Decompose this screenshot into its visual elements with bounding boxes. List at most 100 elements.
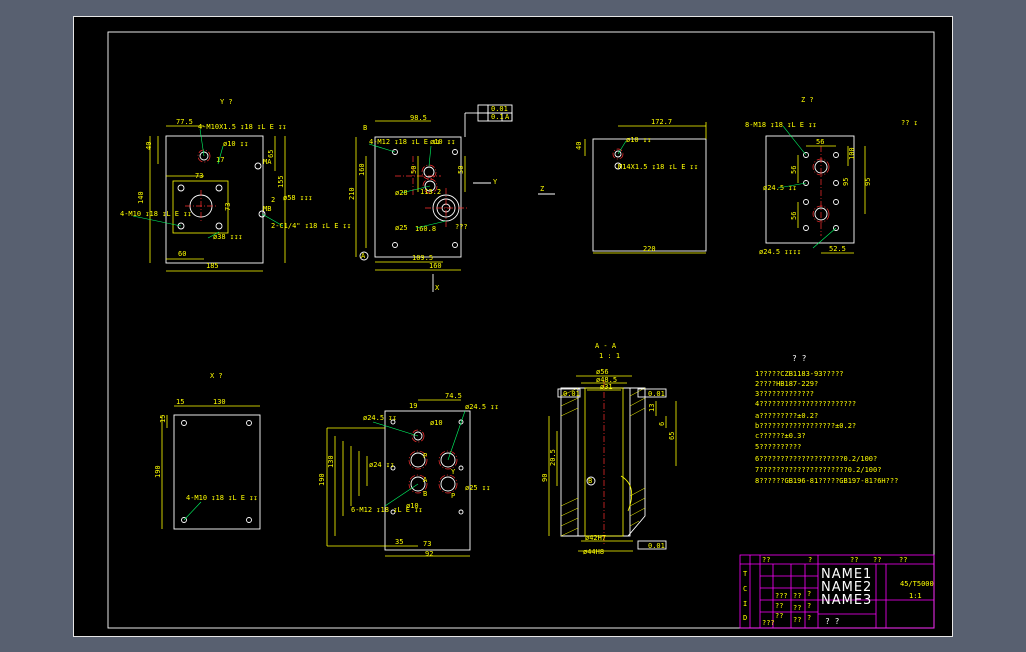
section-body (560, 387, 646, 537)
svg-text:ø25 ↧↧: ø25 ↧↧ (465, 484, 490, 492)
note-line-6: b??????????????????±0.2? (755, 422, 856, 430)
svg-text:0.1: 0.1 (491, 113, 504, 121)
svg-text:ø28: ø28 (395, 189, 408, 197)
svg-text:???: ??? (762, 619, 775, 627)
section-a-a: A - A 1 : 1 B ø56 ø48.5 ø31 13 (541, 342, 677, 556)
side-letter-2: C (743, 585, 747, 593)
svg-text:155: 155 (277, 175, 285, 188)
svg-text:??: ?? (762, 556, 770, 564)
svg-text:ø48.5: ø48.5 (596, 376, 617, 384)
svg-text:A: A (505, 113, 510, 121)
notes-heading: ? ? (792, 354, 807, 363)
svg-text:??: ?? (775, 602, 783, 610)
svg-text:M14X1.5 ↧18 ↧L E ↧↧: M14X1.5 ↧18 ↧L E ↧↧ (618, 163, 698, 171)
svg-text:ø24.5 ↧↧↧↧: ø24.5 ↧↧↧↧ (759, 248, 801, 256)
svg-text:??: ?? (873, 556, 881, 564)
svg-text:MA: MA (263, 158, 272, 166)
title-block-frame (739, 554, 935, 629)
svg-text:220: 220 (643, 245, 656, 253)
name-3: NAME3 (821, 593, 872, 608)
svg-text:60: 60 (178, 250, 186, 258)
svg-text:?: ? (808, 556, 812, 564)
svg-text:B: B (363, 124, 367, 132)
svg-text:B: B (588, 477, 592, 485)
svg-text:15: 15 (176, 398, 184, 406)
note-line-4: 4??????????????????????? (755, 400, 856, 408)
svg-text:?: ? (807, 614, 811, 622)
cad-drawing: Y ? 77.5 40 140 73 73 60 185 65 155 17 2… (73, 16, 953, 637)
svg-text:??: ?? (793, 616, 801, 624)
svg-text:56: 56 (790, 166, 798, 174)
svg-text:50: 50 (410, 166, 418, 174)
view-x-outline (173, 414, 261, 530)
svg-text:ø56: ø56 (596, 368, 609, 376)
svg-text:20.5: 20.5 (549, 449, 557, 466)
svg-text:73: 73 (224, 203, 232, 211)
note-line-11: 8??????GB196-81?????GB197-81?6H??? (755, 477, 898, 485)
note-line-1: 1?????CZB1183-93????? (755, 370, 844, 378)
svg-text:98.5: 98.5 (410, 114, 427, 122)
view-x-title: X ? (210, 372, 223, 380)
svg-text:160: 160 (429, 262, 442, 270)
svg-text:130: 130 (327, 455, 335, 468)
svg-text:210: 210 (348, 187, 356, 200)
svg-text:0.01: 0.01 (491, 105, 508, 113)
view-z: 172.7 40 220 ø10 ↧↧ M14X1.5 ↧18 ↧L E ↧↧ (575, 118, 707, 254)
inner-frame (107, 31, 935, 629)
svg-text:6: 6 (658, 422, 666, 426)
view-y-title: Y ? (220, 98, 233, 106)
note-line-7: c??????±0.3? (755, 432, 806, 440)
svg-text:?: ? (807, 590, 811, 598)
svg-text:0.01: 0.01 (648, 390, 665, 398)
svg-text:ø10 ↧↧: ø10 ↧↧ (626, 136, 651, 144)
view-front: 98.5 210 160 50 50 109.5 160 113.2 160.8… (348, 104, 513, 292)
view-y: Y ? 77.5 40 140 73 73 60 185 65 155 17 2… (120, 98, 351, 272)
section-title: A - A (595, 342, 617, 350)
side-letter-4: D (743, 614, 747, 622)
svg-text:ø42H7: ø42H7 (585, 534, 606, 542)
svg-text:100: 100 (848, 147, 856, 160)
svg-text:P: P (451, 492, 455, 500)
svg-text:19: 19 (409, 402, 417, 410)
view-front-outline (374, 136, 462, 258)
view-z-outline (592, 138, 707, 252)
name-2: NAME2 (821, 580, 872, 595)
svg-text:172.7: 172.7 (651, 118, 672, 126)
svg-text:8-M18 ↧18 ↧L E ↧↧: 8-M18 ↧18 ↧L E ↧↧ (745, 121, 817, 129)
svg-text:ø31: ø31 (600, 383, 613, 391)
svg-text:74.5: 74.5 (445, 392, 462, 400)
svg-text:73: 73 (195, 172, 203, 180)
svg-text:6-M12 ↧18 ↧L E ↧↧: 6-M12 ↧18 ↧L E ↧↧ (351, 506, 423, 514)
svg-text:160.8: 160.8 (415, 225, 436, 233)
view-right-outline (765, 135, 855, 244)
svg-text:??: ?? (793, 592, 801, 600)
svg-text:B: B (423, 490, 427, 498)
view-bottom-outline (384, 410, 471, 551)
view-bottom-center: 74.5 19 190 130 35 73 92 ø24.5 ↧↧ ø10 ø2… (318, 392, 499, 558)
svg-text:??: ?? (850, 556, 858, 564)
svg-text:13: 13 (648, 404, 656, 412)
svg-text:A: A (423, 476, 428, 484)
svg-text:???: ??? (455, 223, 468, 231)
note-line-2: 2????HB187-229? (755, 380, 818, 388)
svg-text:52.5: 52.5 (829, 245, 846, 253)
svg-text:35: 35 (395, 538, 403, 546)
svg-text:ø44H8: ø44H8 (583, 548, 604, 556)
name-1: NAME1 (821, 567, 872, 582)
svg-text:??: ?? (775, 612, 783, 620)
svg-text:4-M10X1.5 ↧18 ↧L E ↧↧: 4-M10X1.5 ↧18 ↧L E ↧↧ (198, 123, 287, 131)
svg-text:92: 92 (425, 550, 433, 558)
svg-text:4-M10 ↧18 ↧L E ↧↧: 4-M10 ↧18 ↧L E ↧↧ (120, 210, 192, 218)
note-line-10: 7?????????????????????0.2/100? (755, 466, 881, 474)
svg-text:190: 190 (154, 465, 162, 478)
svg-text:4-M10 ↧18 ↧L E ↧↧: 4-M10 ↧18 ↧L E ↧↧ (186, 494, 258, 502)
svg-text:109.5: 109.5 (412, 254, 433, 262)
view-right: Z ? 56 56 56 100 95 95 52.5 8-M18 ↧18 ↧L… (745, 96, 918, 256)
drawing-ratio: 45/T5000 (900, 580, 934, 588)
svg-text:?? ↧: ?? ↧ (901, 119, 918, 127)
svg-text:ø10: ø10 (406, 502, 419, 510)
svg-text:ø58 ↧↧↧: ø58 ↧↧↧ (283, 194, 313, 202)
svg-text:17: 17 (216, 156, 224, 164)
title-bottom-marks: ? ? (825, 617, 840, 626)
svg-text:ø24.5 ↧↧: ø24.5 ↧↧ (363, 414, 397, 422)
